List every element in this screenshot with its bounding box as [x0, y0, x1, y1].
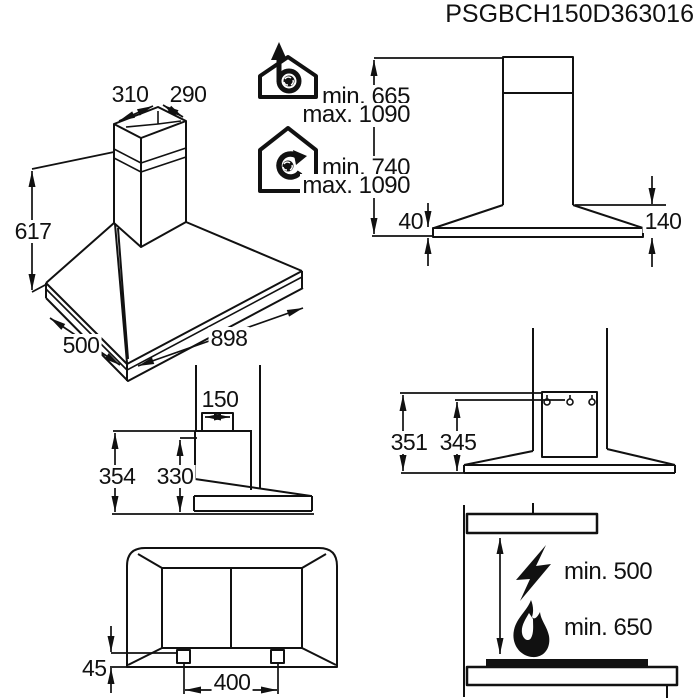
recirculation-max-height-label: max. 1090: [300, 172, 412, 199]
dim-height-label: 617: [12, 218, 54, 244]
bottom-view-drawing: [126, 547, 338, 668]
dim-chimney-depth-label: 290: [169, 81, 207, 107]
bracket-view-drawing: [463, 328, 676, 474]
dim-bracket-holes-label: 345: [437, 429, 479, 455]
dim-bracket-top-label: 351: [388, 429, 430, 455]
product-code-title: PSGBCH150D363016: [445, 0, 694, 28]
clearance-view-drawing: [463, 503, 679, 698]
flame-icon: [513, 600, 550, 658]
dim-base-height-label: 40: [398, 208, 423, 234]
dim-width-label: 898: [208, 325, 250, 351]
house-exhaust-fan-icon: [258, 42, 318, 99]
clearance-gas-label: min. 650: [564, 614, 653, 641]
side-view-drawing: [193, 365, 313, 512]
perspective-dimensions: [28, 104, 304, 367]
dim-chimney-width-label: 310: [111, 81, 149, 107]
dim-duct-width-label: 150: [201, 386, 239, 412]
dim-fixing-spacing-label: 400: [211, 669, 253, 695]
dim-body-height-label: 330: [154, 463, 196, 489]
house-recirculation-fan-icon: [258, 126, 318, 193]
dim-depth-label: 500: [60, 332, 102, 358]
dim-canopy-height-label: 140: [642, 208, 684, 234]
front-view-drawing: [432, 56, 644, 238]
dim-total-height-label: 354: [96, 463, 138, 489]
dim-lamp-offset-label: 45: [82, 655, 107, 681]
extraction-max-height-label: max. 1090: [300, 101, 412, 128]
bottom-view-dimensions: [107, 626, 279, 694]
front-view-dimensions: [370, 57, 666, 267]
lightning-bolt-icon: [516, 545, 551, 601]
clearance-electric-label: min. 500: [564, 558, 653, 585]
mounting-hole-icon: [543, 395, 596, 406]
